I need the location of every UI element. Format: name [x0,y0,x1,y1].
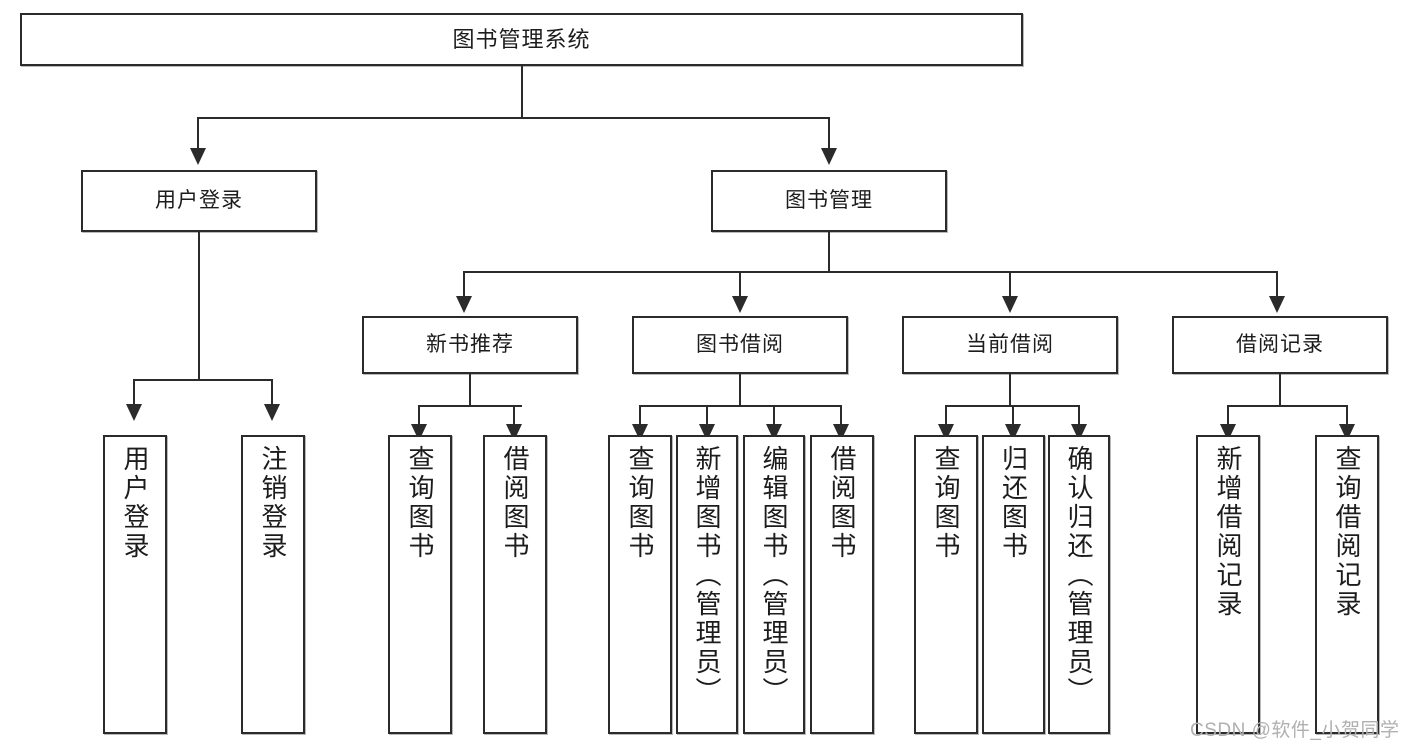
arrow-book-mgmt-to-current-borrow [1002,296,1018,313]
connector-user-login-drop-2 [271,379,273,406]
node-label: 借阅记录 [1236,332,1324,356]
node-label: 新增图书（管理员） [692,445,722,706]
leaf-user-login-login[interactable]: 用户登录 [103,435,167,734]
connector-book-mgmt-drop-2 [739,271,741,298]
leaf-borrow-record-add-record[interactable]: 新增借阅记录 [1196,435,1260,734]
connector-new-book-drop-1 [418,405,420,427]
connector-current-borrow-drop-1 [945,405,947,427]
connector-book-mgmt-drop-1 [463,271,465,298]
node-label: 图书借阅 [696,332,784,356]
connector-current-borrow-drop-2 [1012,405,1014,427]
node-label: 图书管理系统 [452,26,591,52]
connector-root-to-book-mgmt [828,117,830,151]
node-label: 图书管理 [785,188,873,212]
connector-borrow-record-stem [1279,374,1281,406]
leaf-book-borrow-query-book[interactable]: 查询图书 [608,435,672,734]
node-current-borrow[interactable]: 当前借阅 [902,316,1118,374]
connector-new-book-bus [418,405,522,407]
connector-book-mgmt-stem [828,232,830,272]
arrow-user-login-leaf-2 [264,404,280,421]
node-label: 查询借阅记录 [1332,445,1362,619]
node-label: 当前借阅 [966,332,1054,356]
arrow-book-mgmt-to-book-borrow [732,296,748,313]
leaf-current-borrow-return-book[interactable]: 归还图书 [982,435,1045,734]
node-label: 编辑图书（管理员） [759,445,789,706]
node-label: 用户登录 [155,188,243,212]
leaf-current-borrow-confirm-return-admin[interactable]: 确认归还（管理员） [1048,435,1110,734]
connector-borrow-record-drop-1 [1227,405,1229,427]
connector-root-bus [198,117,830,119]
arrow-root-to-book-mgmt [821,148,837,165]
connector-book-borrow-drop-3 [773,405,775,427]
connector-borrow-record-drop-2 [1346,405,1348,427]
connector-book-borrow-stem [739,374,741,406]
connector-book-borrow-drop-2 [706,405,708,427]
node-root-system[interactable]: 图书管理系统 [20,13,1023,66]
leaf-book-borrow-borrow-book[interactable]: 借阅图书 [810,435,874,734]
node-new-book-recommend[interactable]: 新书推荐 [362,316,578,374]
node-borrow-record[interactable]: 借阅记录 [1172,316,1388,374]
connector-borrow-record-bus [1227,405,1348,407]
node-label: 归还图书 [998,445,1029,561]
connector-book-borrow-bus [639,405,842,407]
connector-root-to-user-login [197,117,199,151]
node-label: 查询图书 [625,445,655,561]
arrow-user-login-leaf-1 [126,404,142,421]
node-label: 新增借阅记录 [1213,445,1243,619]
node-label: 查询图书 [931,445,961,561]
node-label: 借阅图书 [827,445,857,561]
arrow-book-mgmt-to-borrow-record [1269,296,1285,313]
leaf-borrow-record-query-record[interactable]: 查询借阅记录 [1315,435,1379,734]
leaf-new-book-query-book[interactable]: 查询图书 [388,435,452,734]
connector-user-login-bus [134,379,272,381]
leaf-current-borrow-query-book[interactable]: 查询图书 [914,435,978,734]
connector-book-mgmt-drop-4 [1276,271,1278,298]
connector-current-borrow-drop-3 [1078,405,1080,427]
arrow-root-to-user-login [190,148,206,165]
arrow-book-mgmt-to-new-book [456,296,472,313]
connector-user-login-drop-1 [133,379,135,406]
connector-book-mgmt-drop-3 [1009,271,1011,298]
leaf-user-login-logout[interactable]: 注销登录 [241,435,305,734]
leaf-book-borrow-edit-book-admin[interactable]: 编辑图书（管理员） [743,435,805,734]
connector-current-borrow-stem [1009,374,1011,406]
leaf-book-borrow-add-book-admin[interactable]: 新增图书（管理员） [676,435,738,734]
leaf-new-book-borrow-book[interactable]: 借阅图书 [483,435,547,734]
connector-user-login-stem [198,232,200,380]
node-book-borrow[interactable]: 图书借阅 [632,316,848,374]
node-book-management[interactable]: 图书管理 [711,170,947,232]
connector-book-borrow-drop-1 [639,405,641,427]
node-label: 新书推荐 [426,332,514,356]
node-label: 用户登录 [120,445,150,561]
node-label: 确认归还（管理员） [1064,445,1094,706]
connector-new-book-stem [469,374,471,406]
connector-root-stem [521,66,523,118]
connector-book-mgmt-bus [464,271,1277,273]
node-label: 借阅图书 [500,445,530,561]
connector-new-book-drop-2 [513,405,515,427]
node-label: 查询图书 [405,445,435,561]
node-label: 注销登录 [258,445,288,561]
connector-book-borrow-drop-4 [840,405,842,427]
node-user-login[interactable]: 用户登录 [81,170,317,232]
